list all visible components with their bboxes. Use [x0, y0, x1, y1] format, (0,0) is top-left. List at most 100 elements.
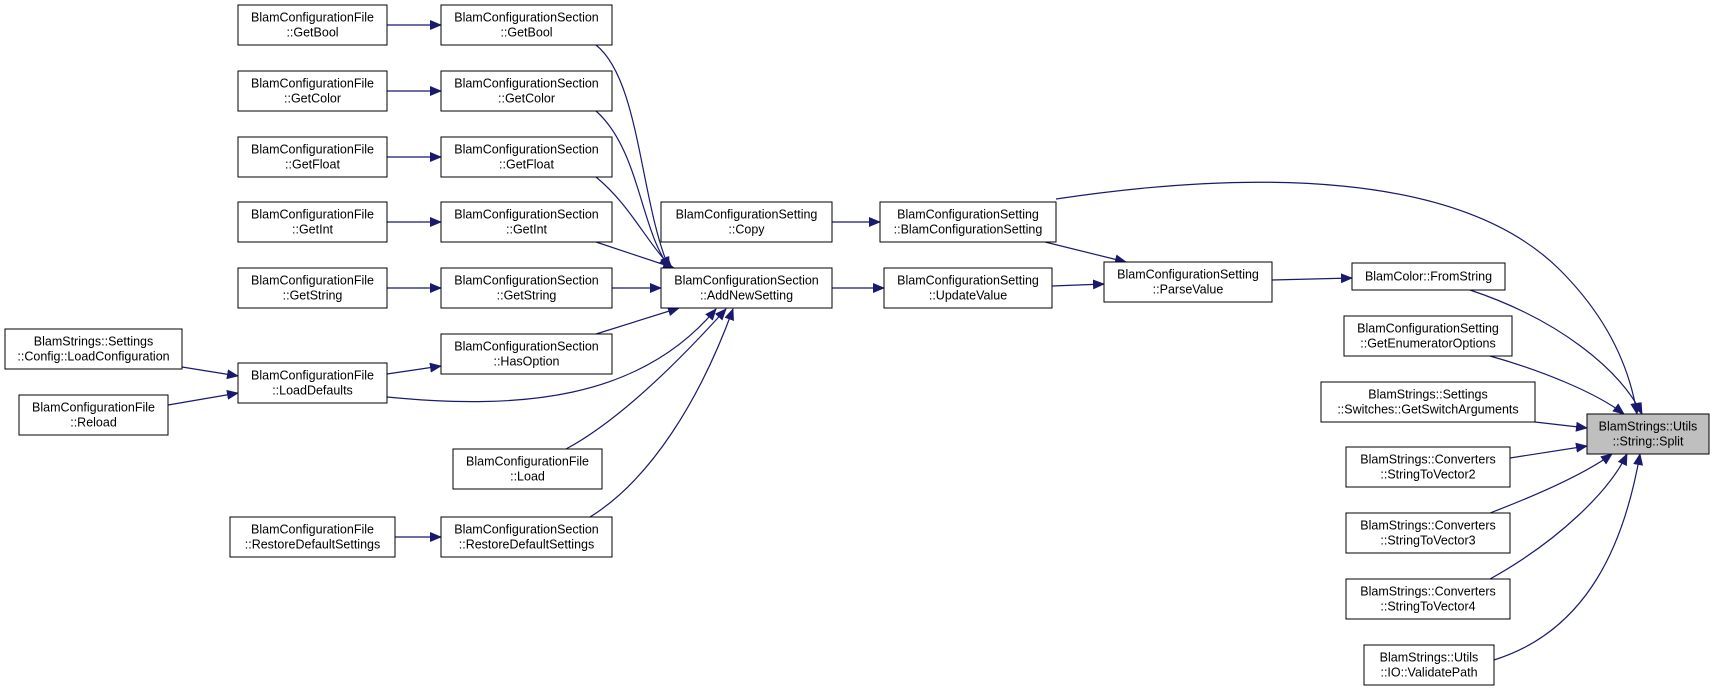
node-label-line: BlamConfigurationFile [466, 455, 589, 469]
node-conv-vec4[interactable]: BlamStrings::Converters::StringToVector4 [1345, 578, 1511, 620]
node-cf-getstring[interactable]: BlamConfigurationFile::GetString [237, 267, 388, 309]
node-box [1103, 261, 1273, 303]
node-label-line: BlamConfigurationSection [454, 523, 599, 537]
node-label-line: ::StringToVector4 [1380, 600, 1475, 614]
node-cs-restore[interactable]: BlamConfigurationSection::RestoreDefault… [440, 516, 613, 558]
node-label-line: ::StringToVector3 [1380, 534, 1475, 548]
e-loadconfig-defaults [181, 366, 239, 380]
node-label-line: ::Reload [70, 416, 117, 430]
node-label-line: ::RestoreDefaultSettings [459, 538, 595, 552]
node-label-line: BlamConfigurationSection [454, 11, 599, 25]
node-box [237, 136, 388, 178]
node-box [1343, 315, 1513, 357]
node-box [237, 362, 388, 404]
node-cs-getfloat[interactable]: BlamConfigurationSection::GetFloat [440, 136, 613, 178]
node-label-line: BlamColor::FromString [1365, 270, 1492, 284]
node-cset-parsevalue[interactable]: BlamConfigurationSetting::ParseValue [1103, 261, 1273, 303]
node-box [883, 267, 1053, 309]
node-cset-ctor[interactable]: BlamConfigurationSetting::BlamConfigurat… [879, 201, 1057, 243]
e-ctor-split [1055, 181, 1641, 415]
node-conv-vec2[interactable]: BlamStrings::Converters::StringToVector2 [1345, 446, 1511, 488]
node-label-line: BlamStrings::Converters [1360, 519, 1495, 533]
node-label-line: BlamStrings::Converters [1360, 585, 1495, 599]
node-label-line: ::GetFloat [499, 158, 554, 172]
node-cs-getint[interactable]: BlamConfigurationSection::GetInt [440, 201, 613, 243]
node-label-line: BlamConfigurationSection [454, 77, 599, 91]
node-label-line: ::GetFloat [285, 158, 340, 172]
node-label-line: ::StringToVector2 [1380, 468, 1475, 482]
node-bs-getswitch[interactable]: BlamStrings::Settings::Switches::GetSwit… [1320, 381, 1536, 423]
node-box [440, 333, 613, 375]
e-reload-defaults [167, 389, 239, 406]
node-io-validate[interactable]: BlamStrings::Utils::IO::ValidatePath [1363, 644, 1495, 686]
node-cf-loaddefaults[interactable]: BlamConfigurationFile::LoadDefaults [237, 362, 388, 404]
node-bs-loadconfig[interactable]: BlamStrings::Settings::Config::LoadConfi… [4, 328, 183, 370]
node-box [1345, 446, 1511, 488]
node-cset-copy[interactable]: BlamConfigurationSetting::Copy [660, 201, 833, 243]
node-cs-getstring[interactable]: BlamConfigurationSection::GetString [440, 267, 613, 309]
node-box [440, 70, 613, 112]
node-label-line: ::Load [510, 470, 545, 484]
node-label-line: ::BlamConfigurationSetting [894, 223, 1043, 237]
e-getcolor-add [595, 110, 671, 269]
node-label-line: BlamConfigurationFile [251, 369, 374, 383]
node-label-line: BlamStrings::Utils [1380, 651, 1479, 665]
node-box [229, 516, 396, 558]
node-cf-restore[interactable]: BlamConfigurationFile::RestoreDefaultSet… [229, 516, 396, 558]
node-label-line: ::Switches::GetSwitchArguments [1337, 403, 1518, 417]
node-cf-getfloat[interactable]: BlamConfigurationFile::GetFloat [237, 136, 388, 178]
node-label-line: ::GetInt [506, 223, 548, 237]
node-label-line: ::RestoreDefaultSettings [245, 538, 381, 552]
node-label-line: BlamStrings::Utils [1599, 420, 1698, 434]
node-box [1320, 381, 1536, 423]
e-getenum-split [1489, 355, 1625, 415]
node-box [440, 136, 613, 178]
e-defaults-add [386, 308, 717, 403]
node-label-line: ::GetBool [500, 26, 552, 40]
e-getswitch-split [1534, 421, 1588, 432]
node-label-line: ::HasOption [493, 355, 559, 369]
node-conv-vec3[interactable]: BlamStrings::Converters::StringToVector3 [1345, 512, 1511, 554]
node-cf-load[interactable]: BlamConfigurationFile::Load [452, 448, 603, 490]
e-vec4-split [1489, 453, 1628, 580]
node-label-line: ::GetString [283, 289, 343, 303]
e-vec2-split [1509, 442, 1588, 459]
node-cs-getcolor[interactable]: BlamConfigurationSection::GetColor [440, 70, 613, 112]
node-label-line: BlamConfigurationFile [251, 77, 374, 91]
node-box [237, 70, 388, 112]
node-label-line: BlamStrings::Settings [1368, 388, 1488, 402]
node-box [1345, 578, 1511, 620]
node-box [452, 448, 603, 490]
e-update-parse [1051, 279, 1105, 290]
e-ctor-parse [1044, 241, 1127, 265]
node-label-line: BlamConfigurationSetting [1357, 322, 1499, 336]
node-box [4, 328, 183, 370]
node-label-line: ::LoadDefaults [272, 384, 353, 398]
node-cf-reload[interactable]: BlamConfigurationFile::Reload [18, 394, 169, 436]
node-label-line: ::AddNewSetting [700, 289, 793, 303]
node-cset-getenum[interactable]: BlamConfigurationSetting::GetEnumeratorO… [1343, 315, 1513, 357]
node-cf-getcolor[interactable]: BlamConfigurationFile::GetColor [237, 70, 388, 112]
e-load-add [565, 308, 727, 450]
node-cf-getint[interactable]: BlamConfigurationFile::GetInt [237, 201, 388, 243]
e-fromstring-split [1469, 289, 1643, 415]
e-defaults-hasoption [386, 362, 442, 375]
edges [167, 20, 1644, 661]
node-box [440, 4, 613, 46]
node-box [1345, 512, 1511, 554]
node-label-line: BlamConfigurationSection [454, 274, 599, 288]
node-box [237, 4, 388, 46]
node-cs-addnewsetting[interactable]: BlamConfigurationSection::AddNewSetting [660, 267, 833, 309]
node-label-line: ::GetInt [292, 223, 334, 237]
e-parse-fromstring [1271, 273, 1353, 284]
node-label-line: BlamConfigurationSection [674, 274, 819, 288]
node-split[interactable]: BlamStrings::Utils::String::Split [1586, 413, 1710, 455]
node-box [18, 394, 169, 436]
node-color-fromstring[interactable]: BlamColor::FromString [1351, 262, 1506, 291]
node-cs-getbool[interactable]: BlamConfigurationSection::GetBool [440, 4, 613, 46]
node-label-line: BlamConfigurationSection [454, 340, 599, 354]
node-cs-hasoption[interactable]: BlamConfigurationSection::HasOption [440, 333, 613, 375]
node-cf-getbool[interactable]: BlamConfigurationFile::GetBool [237, 4, 388, 46]
e-getint-add [595, 241, 675, 270]
node-cset-updatevalue[interactable]: BlamConfigurationSetting::UpdateValue [883, 267, 1053, 309]
